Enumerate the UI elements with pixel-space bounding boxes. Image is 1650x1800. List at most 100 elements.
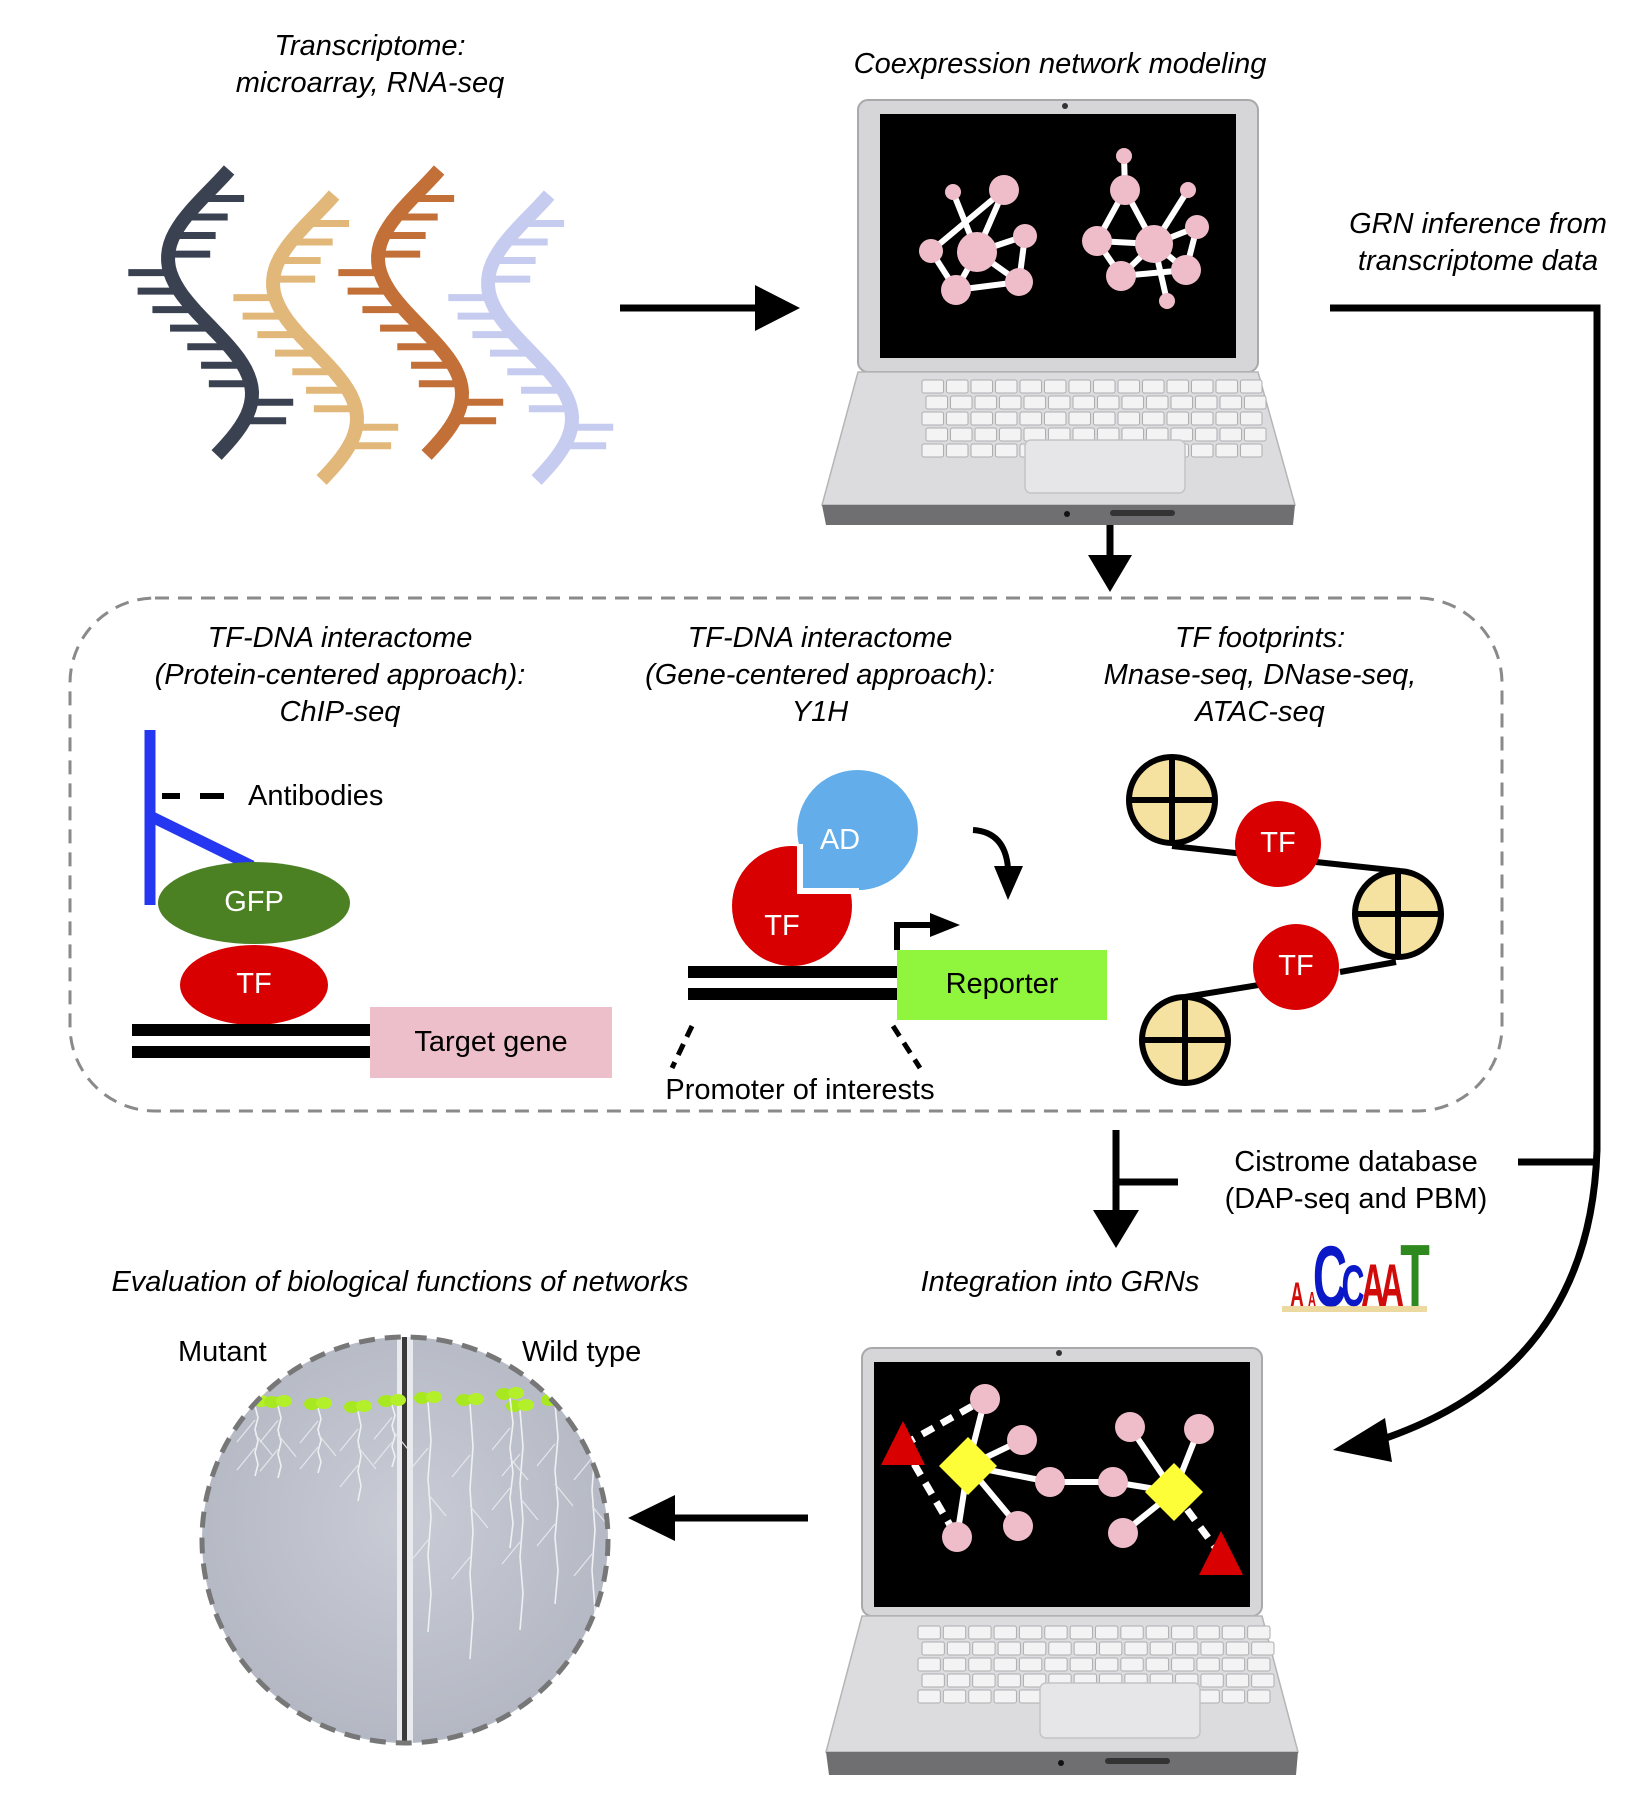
keyboard-key bbox=[993, 1689, 1017, 1704]
protein-centered-title: TF-DNA interactome (Protein-centered app… bbox=[120, 620, 560, 731]
keyboard-key bbox=[921, 379, 944, 394]
lateral-root bbox=[277, 1434, 297, 1458]
keyboard-key bbox=[974, 427, 997, 442]
nucleosome bbox=[1139, 994, 1231, 1086]
keyboard-key bbox=[1215, 411, 1238, 426]
keyboard-key bbox=[1121, 427, 1144, 442]
keyboard-key bbox=[1048, 1641, 1072, 1656]
lateral-root bbox=[357, 1446, 377, 1470]
coexpression-title: Coexpression network modeling bbox=[853, 48, 1267, 80]
keyboard-key bbox=[917, 1689, 941, 1704]
keyboard-key bbox=[1093, 379, 1116, 394]
cotyledon bbox=[344, 1401, 360, 1413]
keyboard-key bbox=[1142, 411, 1165, 426]
keyboard-key bbox=[1145, 1625, 1170, 1640]
dna-strand bbox=[132, 1024, 372, 1036]
gene-centered-line1: TF-DNA interactome bbox=[687, 622, 953, 654]
transcriptome-title-line2: microarray, RNA-seq bbox=[235, 67, 505, 99]
lateral-root bbox=[501, 1453, 521, 1477]
tf-circle-footprint-1 bbox=[1235, 801, 1321, 887]
integrated-grn-network bbox=[881, 1384, 1243, 1575]
keyboard-key bbox=[1117, 379, 1140, 394]
tf-triangle bbox=[881, 1421, 925, 1465]
dna-strand bbox=[132, 1046, 372, 1058]
keyboard-key bbox=[1145, 1657, 1170, 1672]
keyboard-key bbox=[1093, 411, 1116, 426]
lateral-root bbox=[391, 1429, 411, 1453]
keyboard-key bbox=[1120, 1625, 1144, 1640]
keyboard-key bbox=[1247, 1625, 1271, 1640]
keyboard-key bbox=[1240, 379, 1263, 394]
keyboard-key bbox=[925, 427, 948, 442]
lateral-root bbox=[573, 1553, 593, 1577]
keyboard-key bbox=[999, 427, 1022, 442]
cotyledon bbox=[578, 1400, 594, 1412]
keyboard-key bbox=[921, 411, 944, 426]
lateral-root bbox=[501, 1541, 521, 1565]
keyboard-key bbox=[1170, 427, 1193, 442]
lateral-root bbox=[427, 1493, 447, 1517]
cotyledon bbox=[518, 1399, 534, 1411]
lateral-root bbox=[451, 1454, 471, 1478]
gfp-ellipse bbox=[158, 862, 350, 944]
lateral-root bbox=[409, 1539, 429, 1563]
tf-label-y1h: TF bbox=[764, 910, 800, 942]
dna-helix bbox=[338, 165, 504, 460]
keyboard-key bbox=[1023, 427, 1046, 442]
keyboard-key bbox=[1048, 395, 1071, 410]
cotyledon bbox=[264, 1396, 280, 1408]
network-node bbox=[1005, 268, 1033, 296]
seedling bbox=[491, 1387, 529, 1549]
keyboard-key bbox=[1022, 1673, 1047, 1688]
lateral-root bbox=[299, 1446, 319, 1470]
grn-node bbox=[1108, 1518, 1138, 1548]
keyboard-key bbox=[1018, 1689, 1043, 1704]
tf-triangle bbox=[1199, 1531, 1243, 1575]
keyboard-key bbox=[946, 1641, 971, 1656]
tf-ellipse-chip bbox=[180, 945, 328, 1025]
cotyledon bbox=[496, 1388, 512, 1400]
seedling-root bbox=[519, 1409, 524, 1631]
keyboard-key bbox=[925, 395, 948, 410]
keyboard-key bbox=[995, 411, 1018, 426]
transcriptome-title-line1: Transcriptome: bbox=[274, 30, 466, 62]
keyboard-key bbox=[1247, 1689, 1271, 1704]
lateral-root bbox=[409, 1447, 429, 1471]
seedling-root bbox=[317, 1407, 322, 1474]
keyboard-key bbox=[1240, 443, 1263, 458]
keyboard-key bbox=[1044, 379, 1067, 394]
motif-letter: C bbox=[1341, 1254, 1364, 1318]
motif-letter: A bbox=[1308, 1289, 1316, 1311]
ad-shape-fill bbox=[797, 770, 918, 890]
cotyledon bbox=[414, 1392, 430, 1404]
keyboard-key bbox=[921, 1641, 945, 1656]
reporter-box bbox=[897, 950, 1107, 1020]
network-node bbox=[1185, 215, 1209, 239]
lateral-root bbox=[236, 1419, 256, 1443]
cotyledon bbox=[456, 1394, 472, 1406]
keyboard-key bbox=[921, 1673, 945, 1688]
nucleosome bbox=[1126, 754, 1218, 846]
footprint-illustration bbox=[1126, 754, 1444, 1086]
seedling-root bbox=[391, 1404, 396, 1468]
hub-tf-diamond bbox=[939, 1437, 997, 1495]
antibody-arm bbox=[147, 811, 255, 871]
cotyledon bbox=[426, 1391, 442, 1403]
dna-backbone bbox=[481, 190, 580, 485]
keyboard-key bbox=[1221, 1689, 1246, 1704]
keyboard-key bbox=[995, 379, 1018, 394]
keyboard-key bbox=[1044, 1657, 1068, 1672]
keyboard-key bbox=[1170, 395, 1193, 410]
keyboard-key bbox=[1068, 379, 1091, 394]
keyboard-key bbox=[968, 1657, 992, 1672]
keyboard-key bbox=[1069, 1625, 1093, 1640]
keyboard-key bbox=[1247, 1657, 1271, 1672]
keyboard-key bbox=[1022, 1641, 1047, 1656]
gene-centered-line3: Y1H bbox=[791, 696, 849, 728]
keyboard-key bbox=[997, 1673, 1021, 1688]
transcription-start-arrow bbox=[894, 922, 935, 950]
cotyledon bbox=[378, 1395, 394, 1407]
keyboard-key bbox=[970, 379, 993, 394]
keyboard-key bbox=[972, 1641, 996, 1656]
